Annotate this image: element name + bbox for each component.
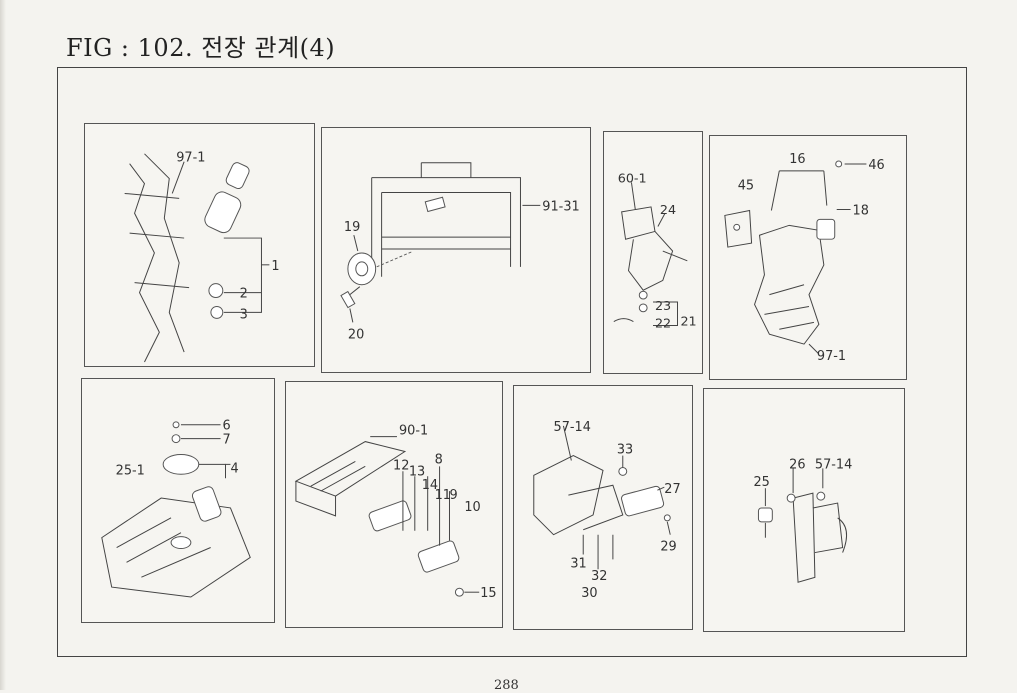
panel-cover-drawing: 6 7 4 25-1 — [101, 419, 251, 598]
panel-small-bracket-drawing: 26 57-14 25 — [754, 457, 852, 583]
label-29: 29 — [660, 540, 676, 555]
label-27: 27 — [664, 482, 680, 497]
label-25: 25 — [754, 475, 770, 490]
scan-edge-shadow — [0, 0, 6, 690]
label-31: 31 — [570, 556, 586, 571]
label-18: 18 — [853, 203, 869, 218]
panel-small-bracket: 26 57-14 25 — [703, 388, 905, 632]
panel-cover: 6 7 4 25-1 — [81, 378, 275, 623]
label-91-31: 91-31 — [542, 199, 579, 214]
page-number: 288 — [494, 678, 519, 693]
label-20: 20 — [348, 327, 364, 342]
label-23: 23 — [655, 299, 671, 314]
label-22: 22 — [655, 316, 671, 331]
label-60-1: 60-1 — [618, 171, 647, 186]
label-21: 21 — [680, 315, 696, 330]
figure-frame — [57, 67, 967, 657]
label-90-1: 90-1 — [399, 424, 428, 439]
label-11: 11 — [435, 488, 451, 503]
label-13: 13 — [409, 464, 425, 479]
panel-horn-mount: 91-31 19 20 — [321, 127, 591, 373]
panel-cap-bracket: 16 46 45 18 97-1 — [709, 135, 907, 380]
label-97-1: 97-1 — [176, 151, 205, 166]
label-33: 33 — [617, 443, 633, 458]
label-7: 7 — [223, 433, 231, 448]
label-3: 3 — [240, 307, 248, 322]
panel-horn-switch-drawing: 97-1 1 2 3 — [124, 151, 280, 363]
panel-bracket-drawing: 60-1 24 23 22 21 — [613, 171, 697, 331]
label-30: 30 — [581, 586, 597, 601]
panel-switch-bracket-drawing: 57-14 33 27 29 31 32 30 — [533, 420, 681, 601]
label-4: 4 — [230, 461, 238, 476]
panel-switch-bracket: 57-14 33 27 29 31 32 30 — [513, 385, 693, 630]
label-97-1-b: 97-1 — [817, 349, 846, 364]
label-45: 45 — [738, 179, 754, 194]
label-8: 8 — [435, 452, 443, 467]
label-19: 19 — [344, 220, 360, 235]
label-26: 26 — [789, 457, 805, 472]
label-12: 12 — [393, 458, 409, 473]
label-1: 1 — [271, 259, 279, 274]
page-title: FIG : 102. 전장 관계(4) — [66, 34, 336, 62]
label-24: 24 — [660, 203, 676, 218]
label-14: 14 — [422, 478, 438, 493]
panel-bracket: 60-1 24 23 22 21 — [603, 131, 703, 374]
label-2: 2 — [240, 287, 248, 302]
label-9: 9 — [449, 488, 457, 503]
panel-horn-switch: 97-1 1 2 3 — [84, 123, 315, 367]
label-10: 10 — [464, 500, 480, 515]
label-57-14-b: 57-14 — [815, 457, 852, 472]
label-46: 46 — [868, 158, 884, 173]
label-32: 32 — [591, 569, 607, 584]
panel-frame-connector-drawing: 90-1 8 12 13 14 11 9 10 15 — [294, 424, 497, 601]
label-15: 15 — [480, 586, 496, 601]
label-57-14: 57-14 — [554, 420, 591, 435]
label-25-1: 25-1 — [116, 463, 145, 478]
panel-cap-bracket-drawing: 16 46 45 18 97-1 — [724, 152, 885, 364]
label-6: 6 — [223, 419, 231, 434]
panel-horn-mount-drawing: 91-31 19 20 — [340, 162, 580, 342]
panel-frame-connector: 90-1 8 12 13 14 11 9 10 15 — [285, 381, 503, 628]
label-16: 16 — [789, 152, 805, 167]
